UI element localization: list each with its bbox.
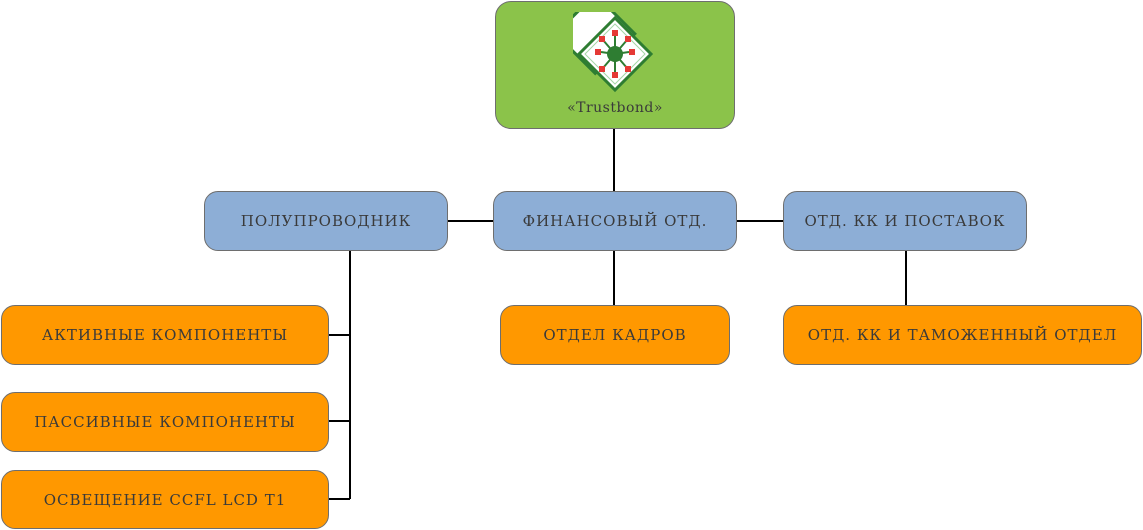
department-label: ПОЛУПРОВОДНИК <box>240 212 412 230</box>
department-label: ОТД. КК И ПОСТАВОК <box>804 212 1006 230</box>
subunit-label: ОСВЕЩЕНИЕ CCFL LCD T1 <box>43 490 287 509</box>
subunit-hr: ОТДЕЛ КАДРОВ <box>500 305 730 365</box>
subunit-label: ОТД. КК И ТАМОЖЕННЫЙ ОТДЕЛ <box>807 326 1118 344</box>
subunit-label: АКТИВНЫЕ КОМПОНЕНТЫ <box>41 326 289 344</box>
department-label: ФИНАНСОВЫЙ ОТД. <box>522 212 708 230</box>
subunit-passive-components: ПАССИВНЫЕ КОМПОНЕНТЫ <box>1 392 329 452</box>
department-semiconductor: ПОЛУПРОВОДНИК <box>204 191 448 251</box>
department-qc-supply: ОТД. КК И ПОСТАВОК <box>783 191 1027 251</box>
root-node: «Trustbond» <box>495 1 735 129</box>
subunit-label: ОТДЕЛ КАДРОВ <box>543 326 687 344</box>
subunit-label: ПАССИВНЫЕ КОМПОНЕНТЫ <box>34 413 296 431</box>
department-finance: ФИНАНСОВЫЙ ОТД. <box>493 191 737 251</box>
subunit-qc-customs: ОТД. КК И ТАМОЖЕННЫЙ ОТДЕЛ <box>783 305 1142 365</box>
chip-logo-icon <box>573 12 654 93</box>
subunit-ccfl-lighting: ОСВЕЩЕНИЕ CCFL LCD T1 <box>1 470 329 529</box>
subunit-active-components: АКТИВНЫЕ КОМПОНЕНТЫ <box>1 305 329 365</box>
root-label: «Trustbond» <box>567 100 663 116</box>
